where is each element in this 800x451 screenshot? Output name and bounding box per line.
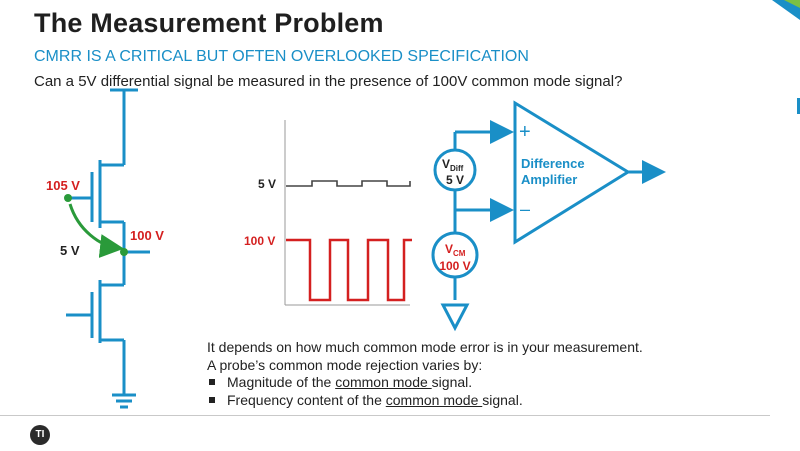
vcm-label: VCM [445, 242, 466, 258]
amplifier-label-line2: Amplifier [521, 172, 577, 187]
source-voltage-label: 100 V [130, 228, 164, 243]
gate-node [64, 194, 72, 202]
cm-waveform [286, 238, 412, 302]
explanation-text: It depends on how much common mode error… [207, 339, 643, 409]
footer-divider [0, 415, 770, 416]
subtitle: CMRR IS A CRITICAL BUT OFTEN OVERLOOKED … [34, 48, 529, 65]
corner-accent [772, 0, 800, 20]
difference-amplifier-icon [513, 100, 631, 245]
vcm-subscript: CM [453, 249, 466, 258]
vcm-name: V [445, 242, 453, 256]
waveform-axes [284, 120, 410, 306]
title: The Measurement Problem [34, 8, 384, 38]
minus-input-label: – [520, 199, 530, 219]
vdiff-source-icon [433, 148, 477, 192]
question: Can a 5V differential signal be measured… [34, 73, 623, 90]
bullet-magnitude: Magnitude of the common mode signal. [207, 374, 643, 392]
bullet-icon [209, 379, 215, 385]
plus-input-label: + [519, 121, 531, 143]
bullet-icon [209, 396, 215, 403]
bullet-frequency: Frequency content of the common mode sig… [207, 392, 643, 410]
vcm-source-icon [431, 231, 479, 279]
vdiff-subscript: Diff [450, 164, 464, 173]
source-wiring [453, 120, 514, 300]
diff-amplitude-label: 5 V [258, 177, 276, 191]
source-node [120, 248, 128, 256]
cm-amplitude-label: 100 V [244, 234, 275, 248]
edge-accent [797, 98, 800, 114]
vdiff-name: V [442, 157, 450, 171]
vdiff-value: 5 V [446, 173, 464, 187]
amplifier-label-line1: Difference [521, 156, 585, 171]
ti-logo-icon: TI [30, 425, 50, 445]
vgs-label: 5 V [60, 243, 80, 258]
ground-triangle-icon [440, 303, 470, 332]
diff-waveform [286, 180, 411, 187]
transistor-circuit [66, 88, 150, 409]
vdiff-label: VDiff [442, 157, 464, 173]
gate-voltage-label: 105 V [46, 178, 80, 193]
explanation-line-2: A probe’s common mode rejection varies b… [207, 356, 483, 373]
explanation-line-1: It depends on how much common mode error… [207, 339, 643, 355]
vcm-value: 100 V [439, 259, 470, 273]
vgs-arrow [68, 203, 124, 258]
